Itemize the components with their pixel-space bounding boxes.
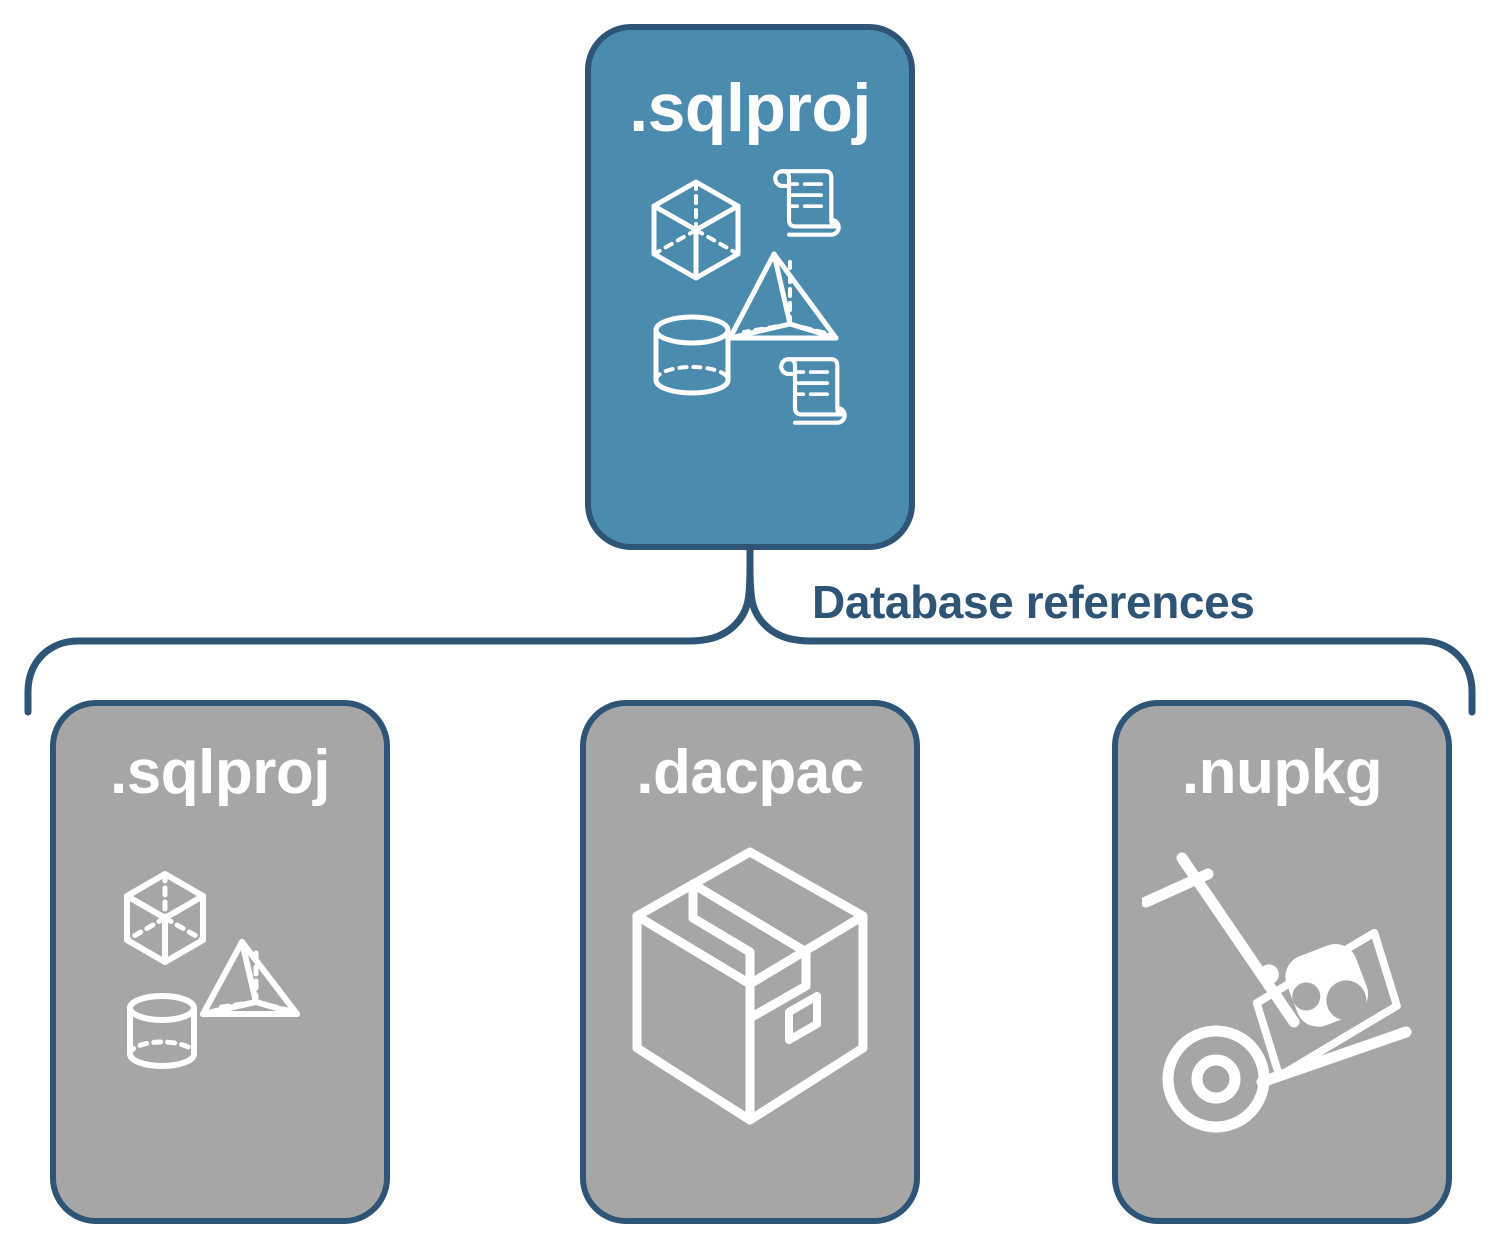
database-objects-illustration xyxy=(651,169,847,425)
database-objects-illustration xyxy=(124,871,300,1069)
scroll-script-icon xyxy=(779,357,847,425)
card-root-sqlproj-art xyxy=(591,158,909,438)
cube-wireframe-icon xyxy=(651,179,741,281)
shipping-box-icon xyxy=(632,847,868,1125)
card-child-sqlproj[interactable]: .sqlproj xyxy=(50,700,390,1224)
nuget-glyph xyxy=(1258,944,1369,1027)
card-root-sqlproj[interactable]: .sqlproj xyxy=(585,24,915,550)
scroll-script-icon xyxy=(773,169,841,237)
card-child-dacpac[interactable]: .dacpac xyxy=(580,700,920,1224)
cube-wireframe-icon xyxy=(124,871,206,965)
card-child-sqlproj-title: .sqlproj xyxy=(110,738,330,807)
card-child-nupkg-art xyxy=(1118,836,1446,1136)
card-child-dacpac-art xyxy=(586,836,914,1136)
card-child-dacpac-title: .dacpac xyxy=(636,738,864,807)
hand-truck-package-icon xyxy=(1142,852,1412,1133)
cylinder-wireframe-icon xyxy=(127,993,197,1069)
card-child-sqlproj-art xyxy=(56,856,384,1106)
pyramid-wireframe-icon xyxy=(200,939,300,1017)
pyramid-wireframe-icon xyxy=(727,251,839,341)
database-references-label: Database references xyxy=(812,576,1255,628)
cylinder-wireframe-icon xyxy=(653,314,731,396)
card-root-sqlproj-title: .sqlproj xyxy=(629,70,871,146)
card-child-nupkg[interactable]: .nupkg xyxy=(1112,700,1452,1224)
card-child-nupkg-title: .nupkg xyxy=(1181,738,1383,807)
brace-left-arm xyxy=(24,562,754,716)
